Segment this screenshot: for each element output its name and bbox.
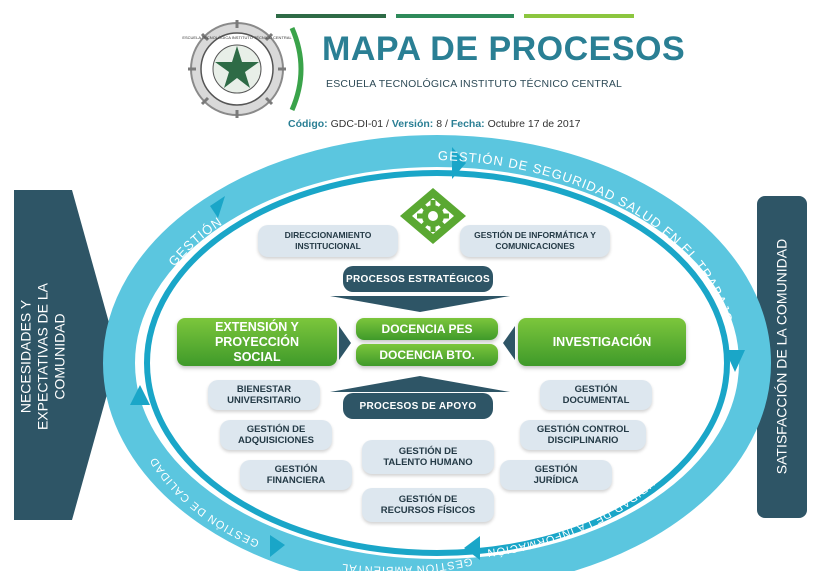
gear-icon: [400, 188, 466, 244]
page-subtitle: ESCUELA TECNOLÓGICA INSTITUTO TÉCNICO CE…: [326, 78, 623, 90]
logo-wordmark: ESCUELA TECNOLÓGICA INSTITUTO TÉCNICO CE…: [182, 35, 292, 40]
procesos-estrategicos-header: PROCESOS ESTRATÉGICOS: [343, 266, 493, 292]
docencia-pes: DOCENCIA PES: [356, 318, 498, 340]
extension-proyeccion-social: EXTENSIÓN Y PROYECCIÓN SOCIAL: [177, 318, 337, 366]
version-label: Versión:: [391, 118, 434, 130]
investigacion: INVESTIGACIÓN: [518, 318, 686, 366]
gestion-recursos-fisicos: GESTIÓN DE RECURSOS FÍSICOS: [362, 488, 494, 522]
gestion-adquisiciones: GESTIÓN DE ADQUISICIONES: [220, 420, 332, 450]
fecha-value: Octubre 17 de 2017: [487, 118, 581, 130]
codigo-label: Código:: [288, 118, 328, 130]
gestion-documental: GESTIÓN DOCUMENTAL: [540, 380, 652, 410]
gestion-control-disciplinario: GESTIÓN CONTROL DISCIPLINARIO: [520, 420, 646, 450]
gestion-financiera: GESTIÓN FINANCIERA: [240, 460, 352, 490]
core-left-chevron: [339, 326, 351, 360]
header-bar-2: [396, 14, 514, 18]
gestion-juridica: GESTIÓN JURÍDICA: [500, 460, 612, 490]
support-up-arrow: [330, 376, 510, 392]
procesos-de-apoyo-header: PROCESOS DE APOYO: [343, 393, 493, 419]
fecha-label: Fecha:: [450, 118, 485, 130]
input-arrow: [14, 190, 114, 520]
version-value: 8: [436, 118, 443, 130]
codigo-value: GDC-DI-01: [330, 118, 384, 130]
core-right-chevron: [503, 326, 515, 360]
header-bar-3: [524, 14, 634, 18]
document-metadata: Código: GDC-DI-01 / Versión: 8 / Fecha: …: [288, 118, 581, 130]
strategic-down-arrow: [330, 296, 510, 312]
institution-logo: ESCUELA TECNOLÓGICA INSTITUTO TÉCNICO CE…: [182, 20, 304, 118]
header-bar-1: [276, 14, 386, 18]
bienestar-universitario: BIENESTAR UNIVERSITARIO: [208, 380, 320, 410]
gestion-informatica: GESTIÓN DE INFORMÁTICA Y COMUNICACIONES: [460, 225, 610, 257]
gestion-talento-humano: GESTIÓN DE TALENTO HUMANO: [362, 440, 494, 474]
direccionamiento-institucional: DIRECCIONAMIENTO INSTITUCIONAL: [258, 225, 398, 257]
page-title: MAPA DE PROCESOS: [322, 30, 686, 68]
docencia-bto: DOCENCIA BTO.: [356, 344, 498, 366]
